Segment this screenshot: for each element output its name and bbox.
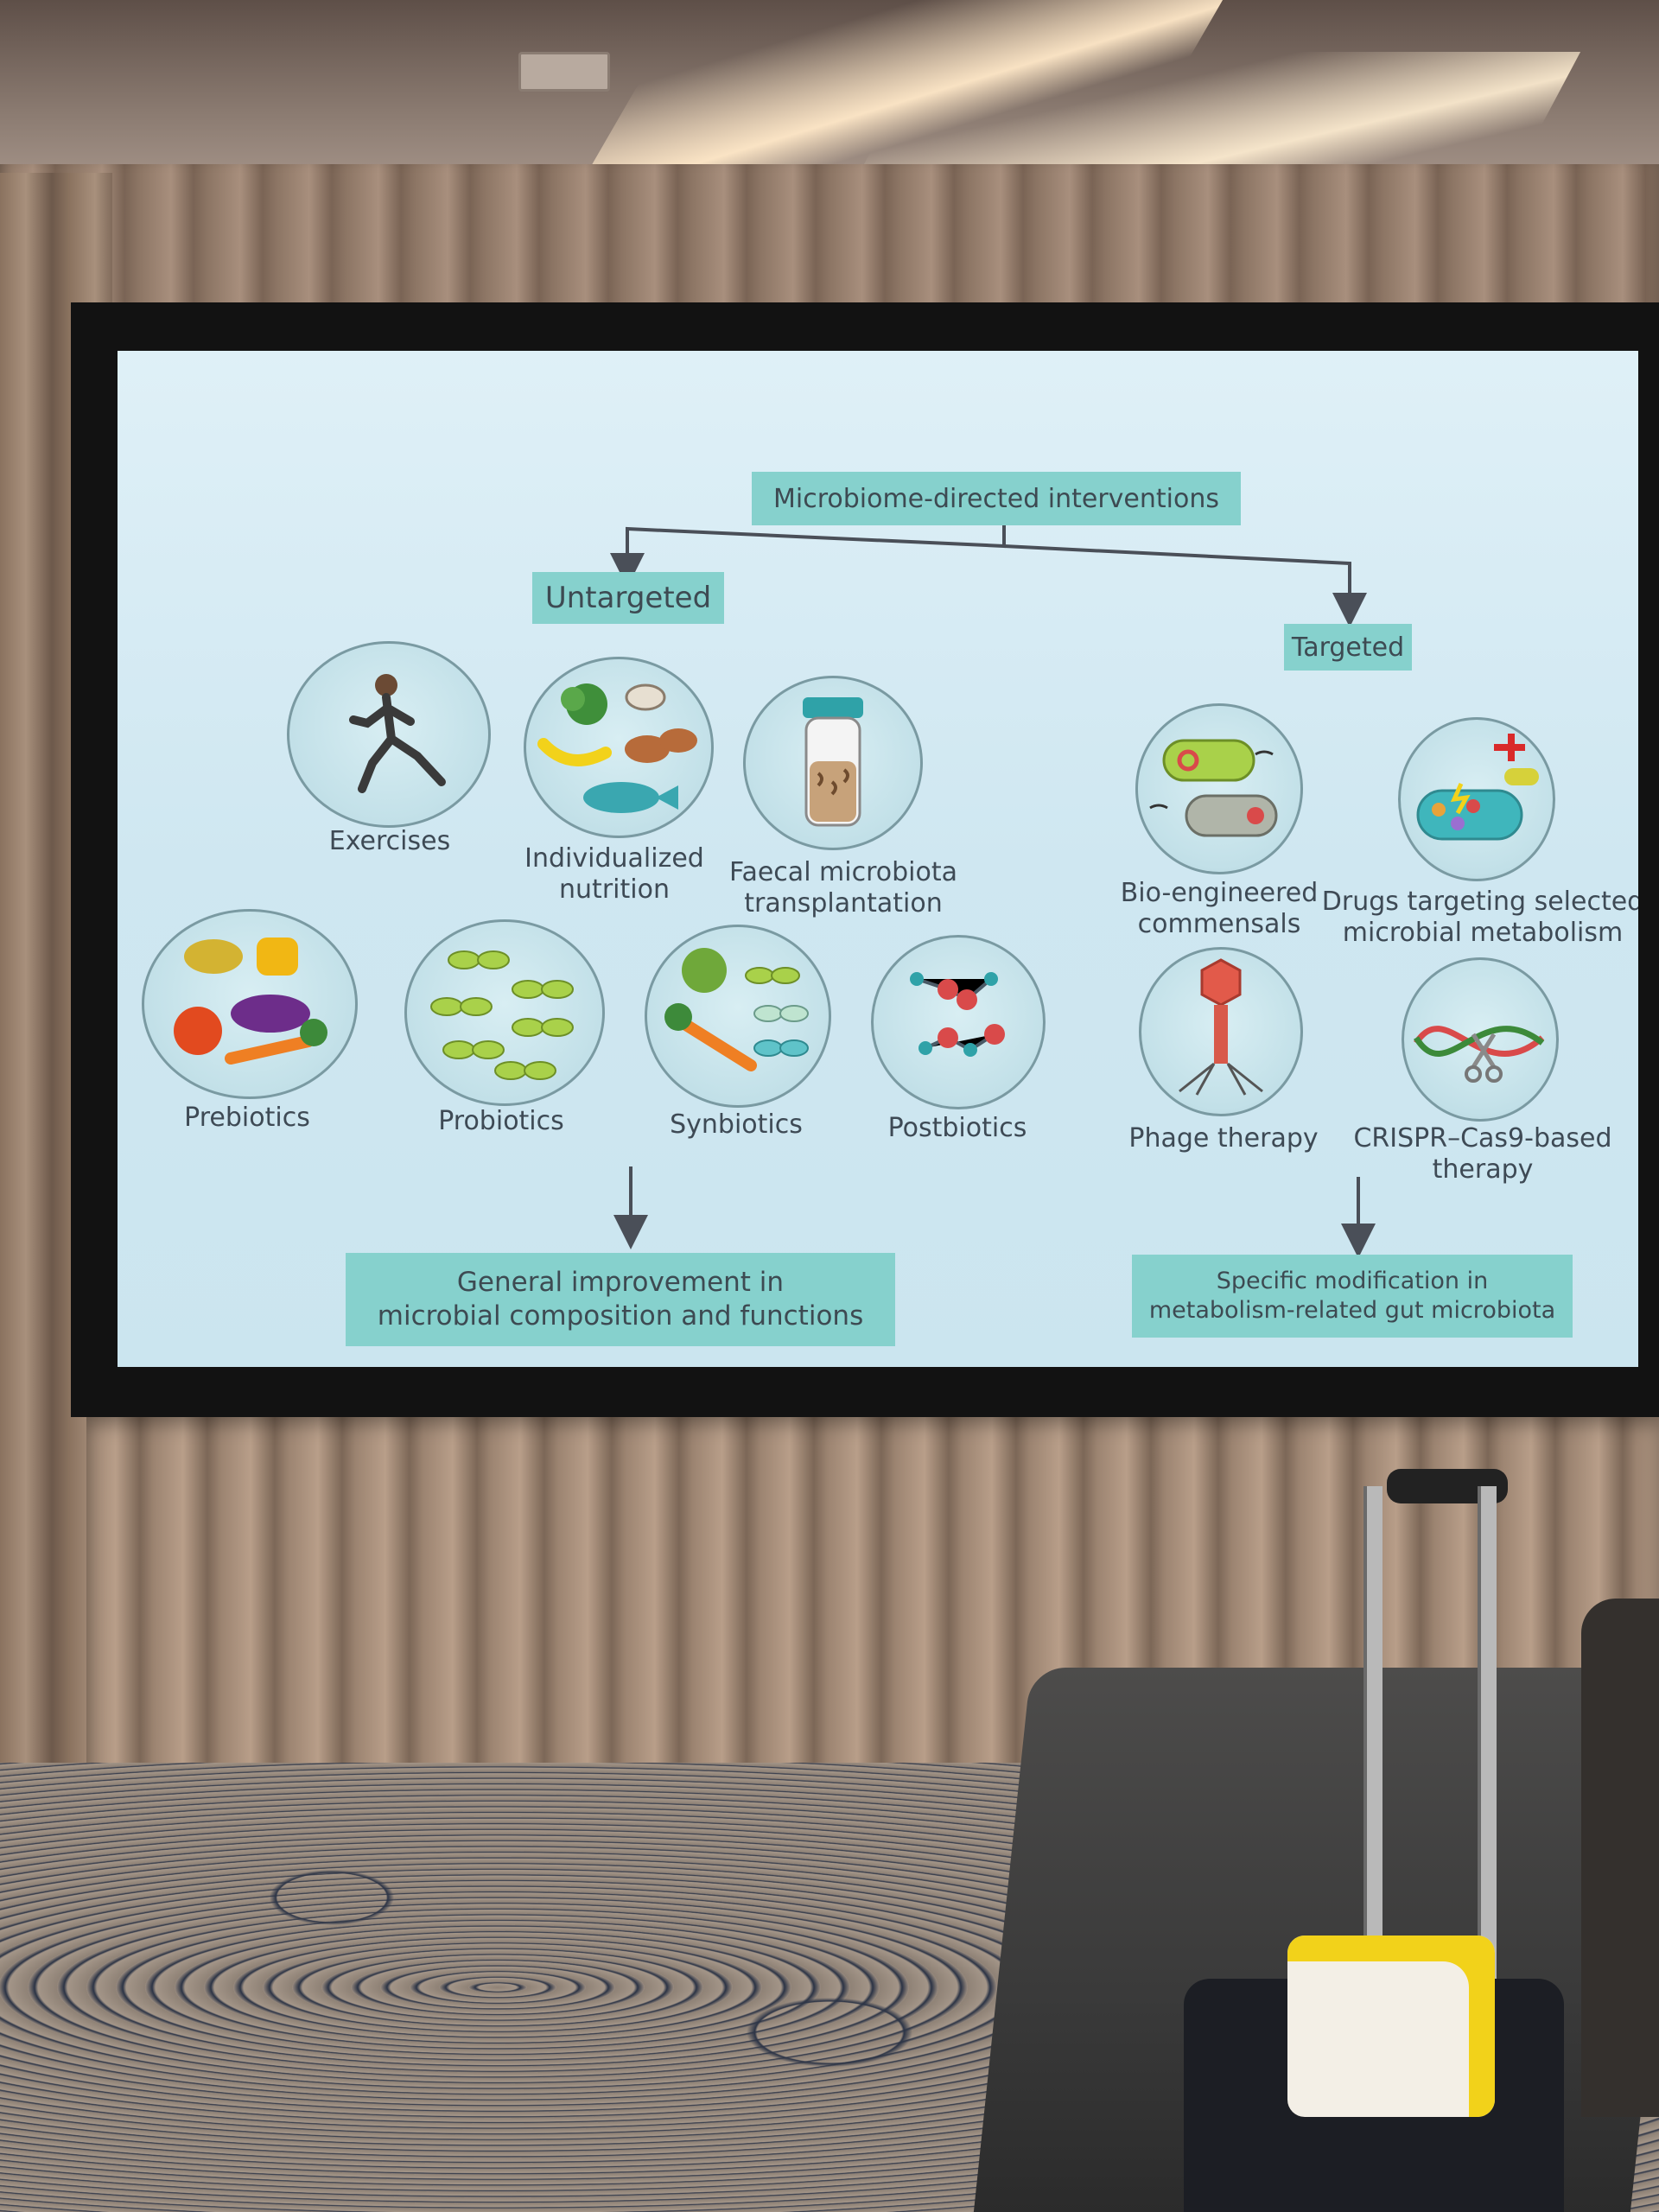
vegetables-icon (174, 938, 327, 1065)
runner-icon (287, 641, 491, 828)
presentation-slide: Microbiome-directed interventions Untarg… (118, 351, 1638, 1367)
dna-scissors-icon (1402, 957, 1559, 1122)
item-exercises: Exercises (328, 826, 451, 856)
untargeted-title-box: Untargeted (532, 572, 724, 624)
drug-bacteria-icon (1398, 717, 1555, 881)
item-synbiotics: Synbiotics (670, 1109, 803, 1140)
general-outcome: General improvement in microbial composi… (377, 1267, 864, 1332)
vegetables-icon (142, 909, 358, 1099)
item-phage-therapy: Phage therapy (1128, 1123, 1319, 1154)
item-bio-engineered-commensals: Bio-engineered commensals (1120, 878, 1319, 939)
targeted-title: Targeted (1291, 632, 1405, 663)
veg-bacteria-icon (645, 925, 831, 1108)
phage-icon (1179, 958, 1263, 1096)
specific-outcome: Specific modification in metabolism-rela… (1148, 1268, 1556, 1324)
bacteria-icon (404, 919, 605, 1106)
veg-bacteria-icon (664, 948, 809, 1071)
molecule-icon (871, 935, 1046, 1109)
item-crispr-cas9-therapy: CRISPR–Cas9-based therapy (1353, 1123, 1612, 1185)
item-drugs-targeting-microbial-metabolism: Drugs targeting selected microbial metab… (1321, 887, 1638, 948)
drug-bacteria-icon (1416, 734, 1539, 841)
curtain-valance (0, 164, 1659, 328)
arrow-to-untargeted (610, 520, 1006, 588)
food-icon (537, 683, 697, 813)
luggage-tag (1287, 1936, 1495, 2117)
engineered-bacteria-icon (1135, 703, 1303, 874)
phage-icon (1139, 947, 1303, 1116)
untargeted-title: Untargeted (544, 581, 712, 615)
root-title: Microbiome-directed interventions (772, 483, 1219, 514)
molecule-icon (910, 972, 1005, 1057)
runner-icon (349, 674, 446, 793)
item-prebiotics: Prebiotics (184, 1103, 310, 1133)
bacteria-icon (430, 950, 574, 1080)
targeted-title-box: Targeted (1284, 624, 1412, 671)
root-title-box: Microbiome-directed interventions (752, 472, 1241, 525)
item-probiotics: Probiotics (438, 1106, 564, 1136)
stool-tube-icon (803, 697, 863, 827)
food-icon (524, 657, 714, 838)
ceiling-vent (518, 52, 610, 92)
stool-tube-icon (743, 676, 923, 850)
engineered-bacteria-icon (1149, 739, 1278, 837)
dna-scissors-icon (1414, 1026, 1545, 1083)
general-outcome-box: General improvement in microbial composi… (346, 1253, 895, 1346)
specific-outcome-box: Specific modification in metabolism-rela… (1132, 1255, 1573, 1338)
chair (1581, 1599, 1659, 2117)
flow-arrows (610, 520, 1376, 1258)
arrow-to-targeted (1003, 544, 1367, 627)
item-postbiotics: Postbiotics (887, 1113, 1027, 1143)
item-individualized-nutrition: Individualized nutrition (524, 843, 704, 905)
item-faecal-microbiota-transplantation: Faecal microbiota transplantation (728, 857, 958, 918)
